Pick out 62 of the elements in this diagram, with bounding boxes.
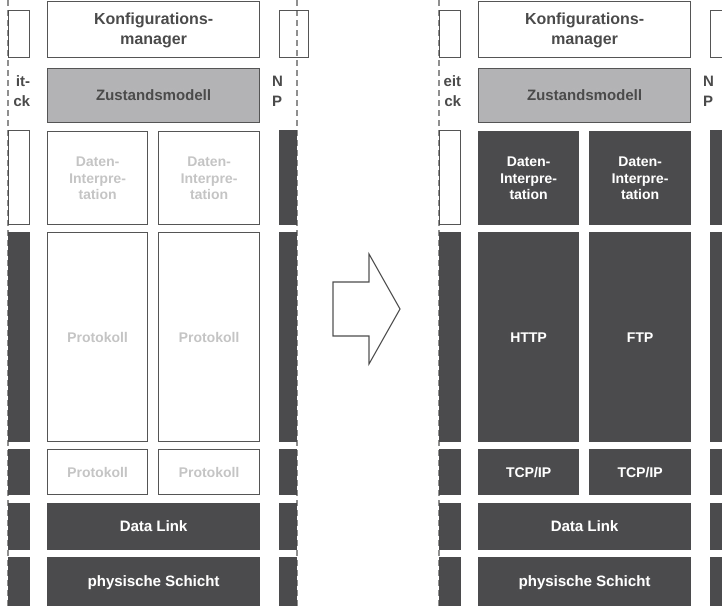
layer-label: Data Link xyxy=(550,518,618,536)
layer-box xyxy=(279,10,309,58)
state-model-box xyxy=(47,68,260,123)
layer-box xyxy=(478,131,579,225)
layer-label: FTP xyxy=(626,328,654,346)
layer-box xyxy=(439,503,461,550)
layer-box xyxy=(439,557,461,606)
layer-label: HTTP xyxy=(510,328,547,346)
layer-label: TCP/IP xyxy=(617,464,663,480)
layer-box xyxy=(478,449,579,495)
layer-label: Daten- Interpre- tation xyxy=(68,152,127,204)
layer-label: Protokoll xyxy=(67,464,128,480)
layer-box xyxy=(439,130,461,225)
layer-box xyxy=(8,10,30,58)
cropped-label: N P xyxy=(272,72,284,111)
layer-box xyxy=(47,131,148,225)
layer-box xyxy=(158,232,260,442)
layer-box xyxy=(8,503,30,550)
layer-box xyxy=(279,449,297,495)
layer-box xyxy=(439,232,461,442)
layer-box xyxy=(279,232,297,442)
layer-label: Konfigurations- manager xyxy=(524,10,646,49)
layer-label: Daten- Interpre- tation xyxy=(499,152,558,204)
layer-box xyxy=(47,449,148,495)
layer-box xyxy=(439,449,461,495)
layer-box xyxy=(589,449,691,495)
cropped-label: N P xyxy=(703,72,715,111)
layer-box xyxy=(589,232,691,442)
layer-label: Zustandsmodell xyxy=(526,86,642,104)
layer-box xyxy=(478,1,691,58)
layer-box xyxy=(47,232,148,442)
layer-label: Protokoll xyxy=(67,328,128,346)
layer-label: Zustandsmodell xyxy=(96,86,211,104)
layer-box xyxy=(8,449,30,495)
layer-label: Daten- Interpre- tation xyxy=(610,152,670,204)
layer-box xyxy=(47,503,260,550)
layer-label: Data Link xyxy=(120,518,188,536)
layer-label: Daten- Interpre- tation xyxy=(180,152,238,204)
layer-box xyxy=(478,557,691,606)
layer-label: physische Schicht xyxy=(518,572,650,590)
layer-label: Konfigurations- manager xyxy=(92,10,214,49)
layer-box xyxy=(279,503,297,550)
layer-label: TCP/IP xyxy=(506,464,552,480)
layer-box xyxy=(8,557,30,606)
layer-box xyxy=(478,232,579,442)
layer-box xyxy=(589,131,691,225)
state-model-box xyxy=(478,68,691,123)
layer-label: Protokoll xyxy=(178,328,240,346)
layer-box xyxy=(279,130,297,225)
layer-box xyxy=(279,557,297,606)
layer-box xyxy=(47,1,260,58)
layer-label: Protokoll xyxy=(178,464,240,480)
layer-box xyxy=(8,130,30,225)
layer-box xyxy=(478,503,691,550)
layer-box xyxy=(8,232,30,442)
cropped-label: it- ck xyxy=(12,72,30,111)
layer-box xyxy=(158,449,260,495)
layer-box xyxy=(47,557,260,606)
layer-box xyxy=(158,131,260,225)
layer-box xyxy=(439,10,461,58)
cropped-label: eit ck xyxy=(442,72,461,111)
layer-label: physische Schicht xyxy=(88,572,220,590)
